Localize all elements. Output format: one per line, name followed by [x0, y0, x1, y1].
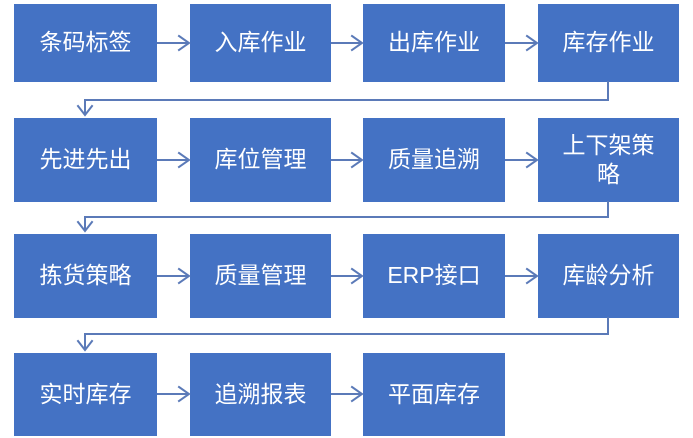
- flow-box-shelving-strategy: 上下架策略: [538, 118, 679, 202]
- flow-box-plane-inventory: 平面库存: [363, 353, 505, 436]
- flow-box-label: 库龄分析: [562, 262, 655, 289]
- flow-box-label: 出库作业: [388, 29, 480, 56]
- arrow-trace-report-to-plane-icon: [331, 385, 364, 403]
- flow-box-label: 条码标签: [39, 29, 132, 56]
- flow-box-label: 入库作业: [214, 29, 307, 56]
- flow-box-label: 实时库存: [39, 380, 132, 407]
- connector-shelving-to-picking-icon: [76, 201, 609, 233]
- flow-box-label: 库位管理: [214, 146, 307, 173]
- arrow-quality-mgmt-to-erp-icon: [331, 267, 364, 285]
- arrow-fifo-to-location-icon: [157, 151, 191, 169]
- arrow-erp-to-aging-icon: [505, 267, 539, 285]
- arrow-outbound-to-inventory-icon: [505, 34, 539, 52]
- arrow-location-to-quality-trace-icon: [331, 151, 364, 169]
- flow-box-label: 追溯报表: [214, 380, 307, 407]
- flow-box-quality-traceability: 质量追溯: [363, 118, 505, 202]
- flow-box-traceability-report: 追溯报表: [190, 353, 331, 436]
- flow-box-barcode-label: 条码标签: [14, 4, 157, 82]
- connector-aging-to-realtime-icon: [76, 317, 609, 352]
- flow-box-label: ERP接口: [387, 262, 481, 289]
- arrow-picking-to-quality-mgmt-icon: [157, 267, 191, 285]
- flow-box-quality-management: 质量管理: [190, 234, 331, 318]
- flow-box-outbound-operation: 出库作业: [363, 4, 505, 82]
- flow-box-location-management: 库位管理: [190, 118, 331, 202]
- flow-box-inventory-operation: 库存作业: [538, 4, 679, 82]
- flow-box-inbound-operation: 入库作业: [190, 4, 331, 82]
- arrow-barcode-to-inbound-icon: [157, 34, 191, 52]
- flow-box-picking-strategy: 拣货策略: [14, 234, 157, 318]
- flow-box-label: 质量管理: [214, 262, 307, 289]
- flow-box-erp-interface: ERP接口: [363, 234, 505, 318]
- arrow-realtime-to-trace-report-icon: [157, 385, 191, 403]
- flow-box-label: 先进先出: [39, 146, 132, 173]
- flow-box-realtime-inventory: 实时库存: [14, 353, 157, 436]
- flow-box-label: 平面库存: [388, 380, 480, 407]
- flow-box-label: 拣货策略: [39, 262, 132, 289]
- connector-group: [76, 34, 609, 403]
- flow-box-label: 库存作业: [562, 29, 655, 56]
- connector-inventory-to-fifo-icon: [76, 81, 609, 117]
- flow-box-fifo: 先进先出: [14, 118, 157, 202]
- arrow-quality-trace-to-shelving-icon: [505, 151, 539, 169]
- flow-box-inventory-aging-analysis: 库龄分析: [538, 234, 679, 318]
- flow-box-label: 质量追溯: [388, 146, 480, 173]
- arrow-inbound-to-outbound-icon: [331, 34, 364, 52]
- flow-box-label: 上下架策略: [562, 131, 655, 187]
